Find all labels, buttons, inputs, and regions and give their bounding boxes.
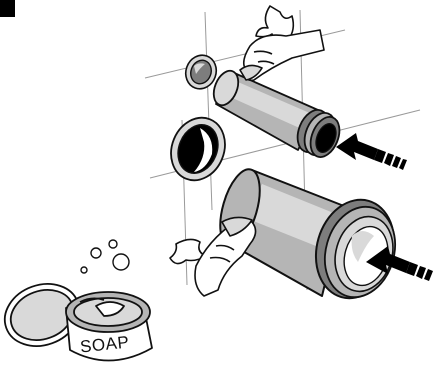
arrow-small-pipe	[336, 133, 407, 170]
soap-bubbles	[81, 240, 129, 273]
lower-hand-with-cloth	[170, 217, 256, 296]
large-wall-opening	[162, 110, 234, 189]
small-pipe	[209, 67, 345, 161]
corner-marker	[0, 0, 15, 17]
upper-hand-with-cloth	[240, 6, 324, 80]
